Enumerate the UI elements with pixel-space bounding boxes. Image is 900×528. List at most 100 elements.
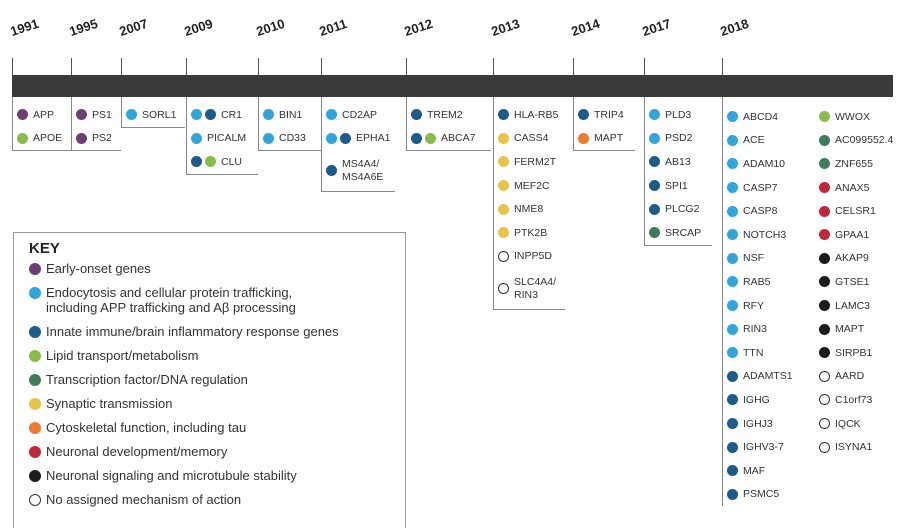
- year-tick: [406, 58, 407, 75]
- gene-name: PSD2: [665, 132, 693, 145]
- gene-item: APP: [17, 103, 72, 127]
- gene-name: ABCA7: [441, 132, 476, 145]
- gene-item: PSMC5: [727, 483, 819, 507]
- gene-item: GTSE1: [819, 270, 893, 294]
- year-label: 2013: [489, 15, 522, 39]
- category-dot-icon: [727, 370, 738, 382]
- gene-item: SIRPB1: [819, 341, 893, 365]
- gene-item: BIN1: [263, 103, 321, 127]
- gene-item: SORL1: [126, 103, 185, 127]
- category-dot-icon: [819, 347, 830, 359]
- gene-name: NME8: [514, 203, 544, 216]
- gene-name: HLA-RB5: [514, 108, 559, 121]
- category-dot-icon: [727, 229, 738, 241]
- gene-item: MAPT: [819, 317, 893, 341]
- category-dot-icon: [191, 109, 202, 121]
- gene-item: IGHJ3: [727, 412, 819, 436]
- key-item-label: Neuronal development/memory: [46, 444, 228, 459]
- gene-name: MEF2C: [514, 179, 550, 192]
- gene-name: GTSE1: [835, 275, 870, 288]
- category-dot-icon: [819, 134, 830, 146]
- category-dot-icon: [727, 488, 738, 500]
- gene-name: CLU: [221, 155, 243, 168]
- gene-name: IQCK: [835, 417, 861, 430]
- gene-name: FERM2T: [514, 155, 556, 168]
- gene-item: PTK2B: [498, 221, 565, 245]
- category-dot-icon: [727, 182, 738, 194]
- gene-item: GPAA1: [819, 223, 893, 247]
- gene-item: MAF: [727, 459, 819, 483]
- gene-item: AARD: [819, 365, 893, 389]
- gene-name: AC099552.4: [835, 134, 894, 147]
- gene-name: MAPT: [594, 132, 624, 145]
- key-item-label: Neuronal signaling and microtubule stabi…: [46, 468, 297, 483]
- year-tick: [71, 58, 72, 75]
- gene-item: TRIP4: [578, 103, 635, 127]
- category-dot-icon: [649, 180, 660, 192]
- gene-name: AB13: [665, 155, 691, 168]
- category-dot-icon: [819, 158, 830, 170]
- key-item: Cytoskeletal function, including tau: [29, 420, 405, 435]
- gene-name: APOE: [33, 132, 63, 145]
- timeline-bar: [12, 75, 893, 97]
- gene-name: PS2: [92, 132, 112, 145]
- category-dot-icon: [727, 252, 738, 264]
- category-dot-icon: [498, 203, 509, 215]
- gene-name: ADAMTS1: [743, 370, 793, 383]
- gene-name: MAPT: [835, 323, 865, 336]
- gene-name: IGHV3-7: [743, 441, 784, 454]
- gene-item: PICALM: [191, 127, 258, 151]
- gene-name: PLD3: [665, 108, 692, 121]
- gene-item: RAB5: [727, 270, 819, 294]
- category-dot-icon: [411, 109, 422, 121]
- key-title: KEY: [29, 240, 60, 257]
- gene-item: IGHG: [727, 388, 819, 412]
- category-dot-icon: [340, 132, 351, 144]
- category-dot-icon: [727, 465, 738, 477]
- year-tick: [12, 58, 13, 75]
- gene-group: SORL1: [121, 97, 185, 128]
- year-label: 1995: [67, 15, 100, 39]
- category-dot-icon: [819, 323, 830, 335]
- category-dot-icon: [205, 156, 216, 168]
- gene-item: AB13: [649, 150, 712, 174]
- category-dot-icon: [498, 156, 509, 168]
- gene-name: TTN: [743, 346, 764, 359]
- gene-item: LAMC3: [819, 294, 893, 318]
- year-label: 1991: [8, 15, 41, 39]
- category-dot-icon: [649, 132, 660, 144]
- gene-item: C1orf73: [819, 388, 893, 412]
- category-dot-icon: [205, 109, 216, 121]
- gene-item: CLU: [191, 150, 258, 174]
- category-dot-icon: [191, 132, 202, 144]
- category-dot-icon: [498, 283, 509, 295]
- gene-item: TREM2: [411, 103, 491, 127]
- category-dot-icon: [17, 109, 28, 121]
- gene-name: RFY: [743, 299, 764, 312]
- category-dot-icon: [819, 252, 830, 264]
- gene-item: RFY: [727, 294, 819, 318]
- year-tick: [258, 58, 259, 75]
- year-tick: [493, 58, 494, 75]
- gene-name: RAB5: [743, 275, 771, 288]
- key-item: Endocytosis and cellular protein traffic…: [29, 285, 405, 315]
- gene-item: PLCG2: [649, 197, 712, 221]
- gene-name: PICALM: [207, 132, 247, 145]
- gene-name: WWOX: [835, 110, 870, 123]
- gene-item: ABCD4: [727, 105, 819, 129]
- gene-name: MS4A4/MS4A6E: [342, 157, 384, 183]
- gene-name: CELSR1: [835, 205, 876, 218]
- gene-item: PLD3: [649, 103, 712, 127]
- category-dot-icon: [191, 156, 202, 168]
- key-item-label: Innate immune/brain inflammatory respons…: [46, 324, 339, 339]
- gene-name: TRIP4: [594, 108, 624, 121]
- category-dot-icon: [819, 370, 830, 382]
- gene-name: EPHA1: [356, 132, 391, 145]
- category-dot-icon: [498, 180, 509, 192]
- gene-name: CASP8: [743, 205, 778, 218]
- category-dot-icon: [727, 323, 738, 335]
- gene-name: PS1: [92, 108, 112, 121]
